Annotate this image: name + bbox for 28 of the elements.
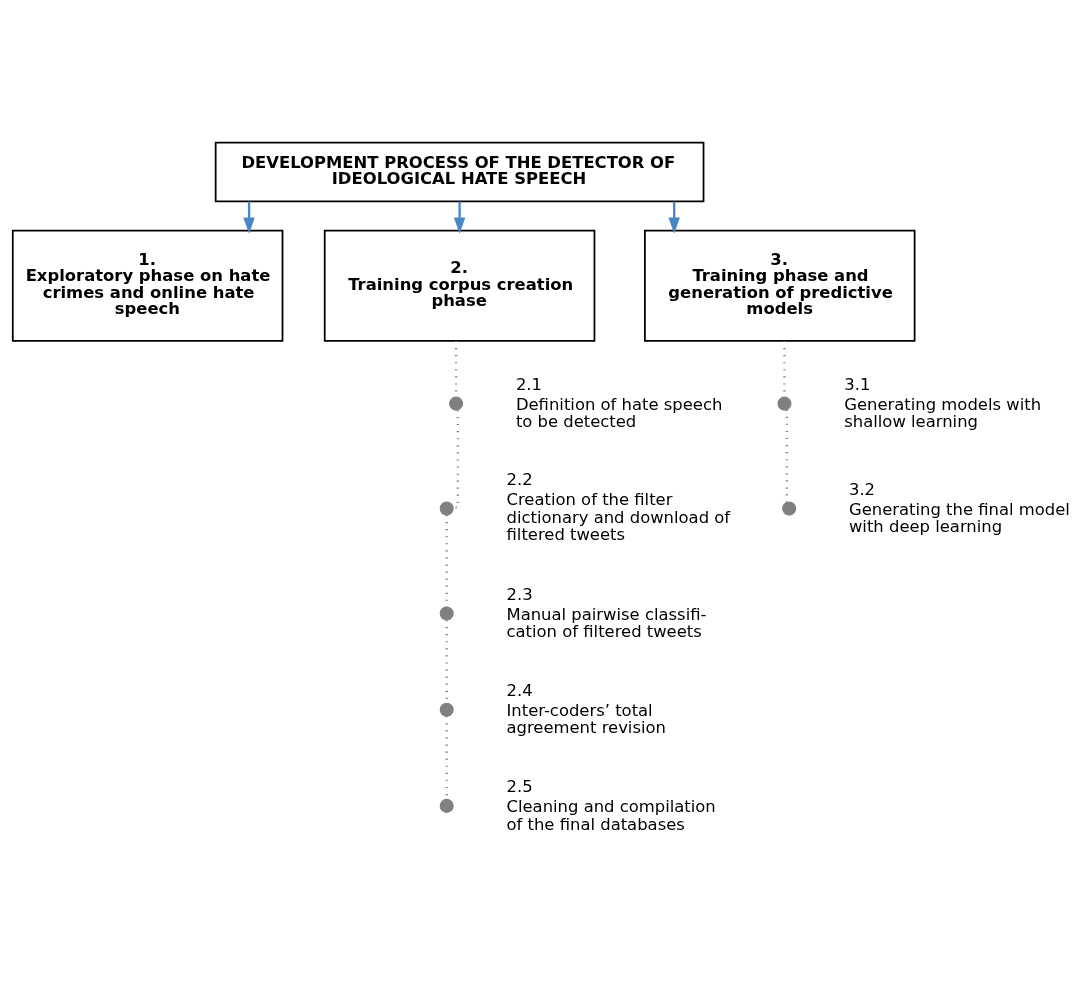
node-box: 3. Training phase and generation of predictive models: [644, 229, 916, 342]
node-box: DEVELOPMENT PROCESS OF THE DETECTOR OF IDEOLOGICAL HATE SPEECH: [214, 141, 705, 203]
node-label: Cleaning and compilation of the final databases: [506, 796, 716, 834]
node-label: 2.3: [506, 584, 533, 604]
node-circle: [449, 396, 464, 411]
node-label: Creation of the filter dictionary and download of filtered tweets: [506, 490, 731, 545]
node-circle: [439, 606, 454, 621]
node-circle: [439, 501, 454, 516]
arrow: [453, 201, 466, 234]
node-circle: [439, 798, 454, 813]
node-label: 2.2: [506, 470, 533, 490]
node-label: Definition of hate speech to be detected: [515, 394, 723, 432]
node-label: Generating models with shallow learning: [844, 394, 1042, 432]
node-box: 2. Training corpus creation phase: [323, 229, 596, 342]
node-circle: [777, 396, 792, 411]
node-label: 2.5: [506, 777, 533, 797]
node-label: 2.1: [515, 374, 542, 394]
node-circle: [782, 501, 797, 516]
node-label: 2.4: [506, 680, 533, 700]
node-label: 3.1: [844, 374, 871, 394]
node-label: 3.2: [848, 479, 876, 499]
node-label: Manual pairwise classifi-cation of filtered tweets: [506, 604, 707, 642]
node-label: Inter-coders’ total agreement revision: [506, 700, 666, 738]
node-box: 1. Exploratory phase on hate crimes and online hate speech: [11, 229, 284, 342]
connector: [785, 409, 788, 503]
connector: [453, 410, 459, 509]
node-circle: [439, 702, 454, 717]
node-label: Generating the final model with deep learning: [848, 499, 1070, 537]
